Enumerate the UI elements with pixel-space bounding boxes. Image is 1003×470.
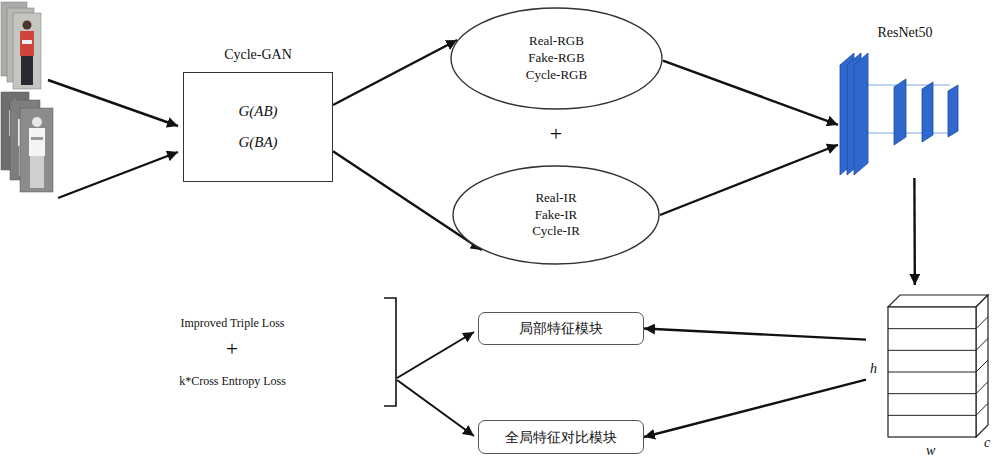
flow-arrow bbox=[644, 329, 866, 340]
cube-face bbox=[888, 295, 988, 307]
loss-arrow bbox=[397, 332, 474, 378]
loss-label: Improved Triple Loss bbox=[125, 316, 340, 331]
image-type: Cycle-IR bbox=[532, 224, 580, 239]
image-type: Cycle-RGB bbox=[526, 68, 587, 83]
loss-bracket bbox=[384, 298, 396, 406]
dimension-label: w bbox=[926, 443, 935, 459]
image-type: Real-IR bbox=[535, 191, 576, 206]
feature-strip bbox=[976, 317, 988, 329]
feature-strip bbox=[888, 350, 976, 351]
flow-arrow bbox=[644, 380, 866, 437]
block-title: ResNet50 bbox=[877, 25, 932, 41]
module-box: 全局特征对比模块 bbox=[478, 420, 644, 454]
module-label: 全局特征对比模块 bbox=[505, 429, 617, 445]
ellipse-outline bbox=[451, 8, 662, 109]
image-type: Real-RGB bbox=[529, 34, 584, 49]
module-box: 局部特征模块 bbox=[478, 312, 644, 345]
layer-link bbox=[868, 85, 950, 86]
rgb-image-stack bbox=[1, 2, 41, 89]
flow-arrow bbox=[333, 40, 457, 105]
loss-label: k*Cross Entropy Loss bbox=[125, 374, 340, 389]
feature-strip bbox=[888, 372, 976, 373]
flow-arrow bbox=[660, 145, 838, 215]
feature-strip bbox=[976, 338, 988, 350]
ellipse-outline bbox=[453, 166, 659, 264]
input-arrow bbox=[58, 152, 178, 198]
generator-label: G(AB) bbox=[238, 103, 277, 120]
image-set-ellipse: Real-RGB Fake-RGB Cycle-RGB bbox=[450, 7, 663, 110]
feature-strip bbox=[888, 393, 976, 394]
conv-layer bbox=[854, 53, 868, 175]
flow-arrow bbox=[913, 178, 916, 285]
feature-strip bbox=[976, 360, 988, 372]
conv-layer bbox=[922, 82, 933, 142]
layer-link bbox=[868, 133, 950, 134]
conv-layer bbox=[948, 85, 958, 137]
loss-arrow bbox=[397, 380, 474, 436]
backbone-network-outline bbox=[838, 45, 972, 178]
conv-layer bbox=[894, 79, 906, 145]
image-type: Fake-IR bbox=[535, 208, 578, 223]
feature-map-cube-outline bbox=[866, 285, 998, 467]
image-type: Fake-RGB bbox=[528, 51, 584, 66]
feature-strip bbox=[888, 415, 976, 416]
dimension-label: c bbox=[984, 435, 990, 451]
plus-sign: + bbox=[520, 121, 592, 147]
flow-arrow bbox=[663, 61, 838, 125]
backbone-network: ResNet50 bbox=[838, 45, 972, 178]
feature-strip bbox=[888, 328, 976, 329]
module-label: 局部特征模块 bbox=[519, 320, 603, 336]
ir-image-stack bbox=[1, 92, 53, 192]
cube-face bbox=[888, 307, 976, 437]
generator-label: G(BA) bbox=[238, 134, 277, 151]
feature-strip bbox=[976, 403, 988, 415]
cube-face bbox=[976, 295, 988, 437]
image-set-ellipse: Real-IR Fake-IRCycle-IR bbox=[452, 165, 660, 265]
dimension-label: h bbox=[870, 361, 877, 377]
feature-map-cube: h w c bbox=[866, 285, 998, 467]
feature-strip bbox=[976, 382, 988, 394]
input-arrow bbox=[48, 80, 178, 126]
cycle-gan-box: Cycle-GANG(AB)G(BA) bbox=[183, 72, 333, 182]
plus-sign: + bbox=[196, 336, 268, 362]
block-title: Cycle-GAN bbox=[224, 47, 292, 63]
